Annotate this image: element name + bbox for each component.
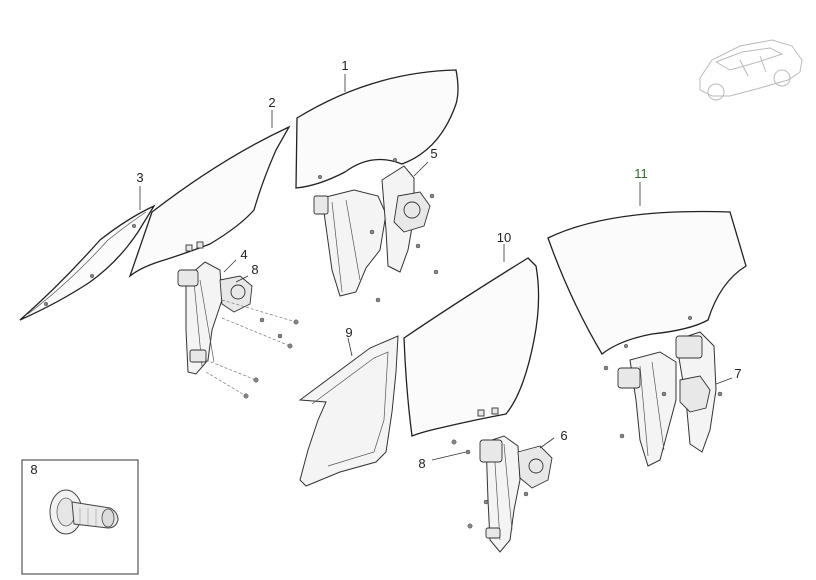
callout-10: 10 [497, 230, 511, 245]
part-10-rear-door-glass [403, 244, 540, 437]
callout-5: 5 [430, 146, 437, 161]
vehicle-silhouette [699, 39, 803, 101]
callout-4: 4 [240, 247, 247, 262]
callout-8-rear: 8 [418, 456, 425, 471]
part-7-rear-regulator [603, 331, 733, 467]
inset-fastener-box [21, 459, 139, 575]
part-2-front-door-glass [128, 110, 291, 278]
part-5-front-regulator [313, 161, 439, 303]
part-3-quarter-glass [19, 186, 156, 321]
callout-7: 7 [734, 366, 741, 381]
part-9-rear-quarter-trim [298, 335, 399, 487]
fastener-icon [49, 489, 119, 535]
callout-2: 2 [268, 95, 275, 110]
callout-6: 6 [560, 428, 567, 443]
callout-11: 11 [634, 166, 648, 181]
callout-9: 9 [345, 325, 352, 340]
part-11-rear-door-glass [547, 182, 747, 355]
part-1-front-door-glass [295, 69, 459, 189]
part-4-front-regulator [177, 259, 299, 399]
callout-3: 3 [136, 170, 143, 185]
part-6-rear-regulator [431, 435, 555, 553]
callout-1: 1 [341, 58, 348, 73]
inset-label: 8 [30, 462, 37, 477]
callout-8-front: 8 [251, 262, 258, 277]
